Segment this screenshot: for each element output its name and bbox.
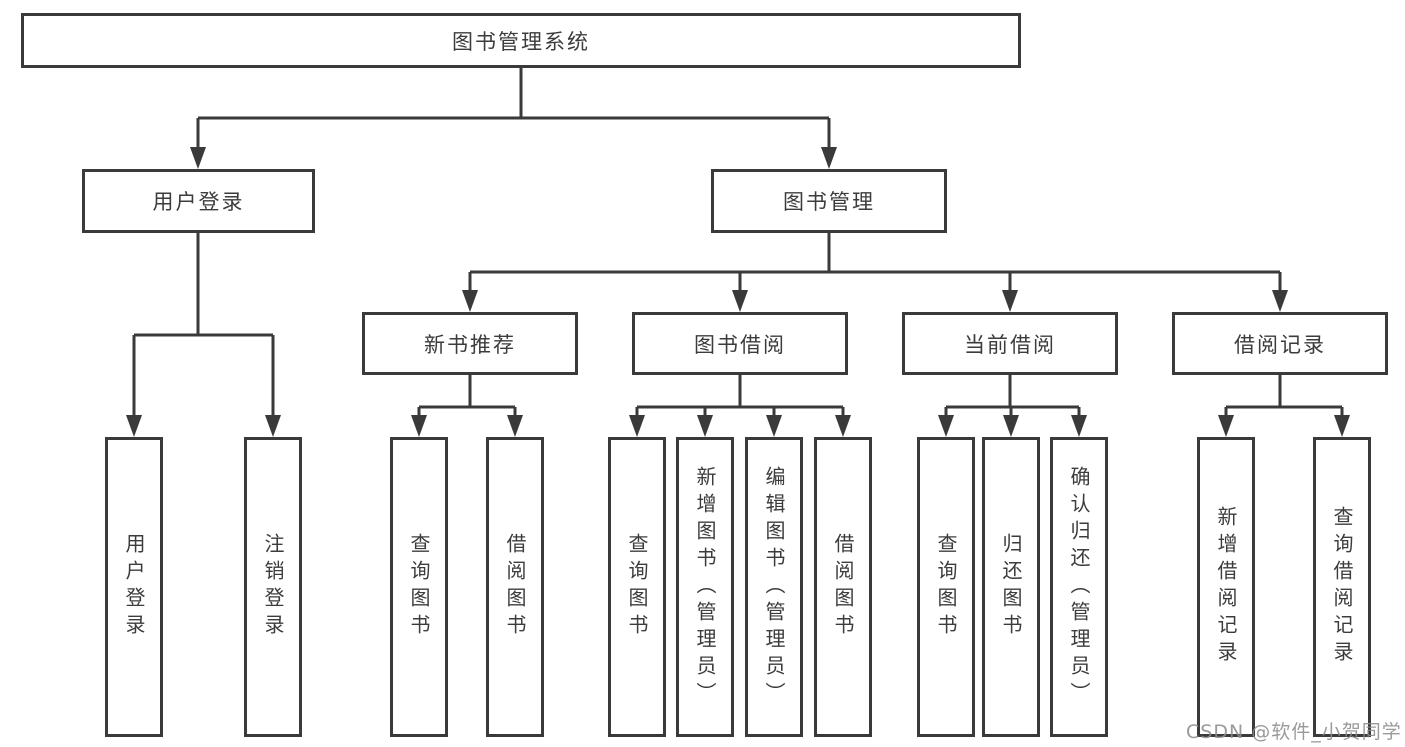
arrowhead-down-icon (1218, 415, 1234, 437)
arrowhead-down-icon (835, 415, 851, 437)
leaf-query-book-borrow: 查询图书 (608, 437, 666, 737)
node-root-library-system: 图书管理系统 (21, 13, 1021, 68)
arrowhead-down-icon (697, 415, 713, 437)
leaf-edit-book-admin: 编辑图书（管理员） (745, 437, 803, 737)
arrowhead-down-icon (1272, 290, 1288, 312)
arrowhead-down-icon (462, 290, 478, 312)
node-user-login: 用户登录 (82, 169, 315, 233)
node-book-management: 图书管理 (711, 169, 947, 233)
arrowhead-down-icon (629, 415, 645, 437)
leaf-borrow-book-recommend: 借阅图书 (486, 437, 544, 737)
arrowhead-down-icon (507, 415, 523, 437)
arrowhead-down-icon (1003, 415, 1019, 437)
node-current-borrow: 当前借阅 (902, 312, 1118, 375)
arrowhead-down-icon (126, 415, 142, 437)
leaf-confirm-return-admin: 确认归还（管理员） (1050, 437, 1108, 737)
leaf-query-borrow-record: 查询借阅记录 (1313, 437, 1371, 737)
leaf-add-book-admin: 新增图书（管理员） (676, 437, 734, 737)
arrowhead-down-icon (190, 147, 206, 169)
arrowhead-down-icon (411, 415, 427, 437)
arrowhead-down-icon (265, 415, 281, 437)
leaf-query-book-recommend: 查询图书 (390, 437, 448, 737)
leaf-logout: 注销登录 (244, 437, 302, 737)
arrowhead-down-icon (1002, 290, 1018, 312)
node-book-borrow: 图书借阅 (632, 312, 848, 375)
leaf-add-borrow-record: 新增借阅记录 (1197, 437, 1255, 737)
arrowhead-down-icon (732, 290, 748, 312)
node-new-book-recommend: 新书推荐 (362, 312, 578, 375)
leaf-return-book: 归还图书 (982, 437, 1040, 737)
leaf-query-book-current: 查询图书 (917, 437, 975, 737)
node-borrow-record: 借阅记录 (1172, 312, 1388, 375)
csdn-watermark: CSDN @软件_小贺同学 (1186, 721, 1402, 743)
leaf-user-login: 用户登录 (105, 437, 163, 737)
arrowhead-down-icon (1071, 415, 1087, 437)
leaf-borrow-book: 借阅图书 (814, 437, 872, 737)
arrowhead-down-icon (938, 415, 954, 437)
arrowhead-down-icon (821, 147, 837, 169)
arrowhead-down-icon (766, 415, 782, 437)
arrowhead-down-icon (1334, 415, 1350, 437)
